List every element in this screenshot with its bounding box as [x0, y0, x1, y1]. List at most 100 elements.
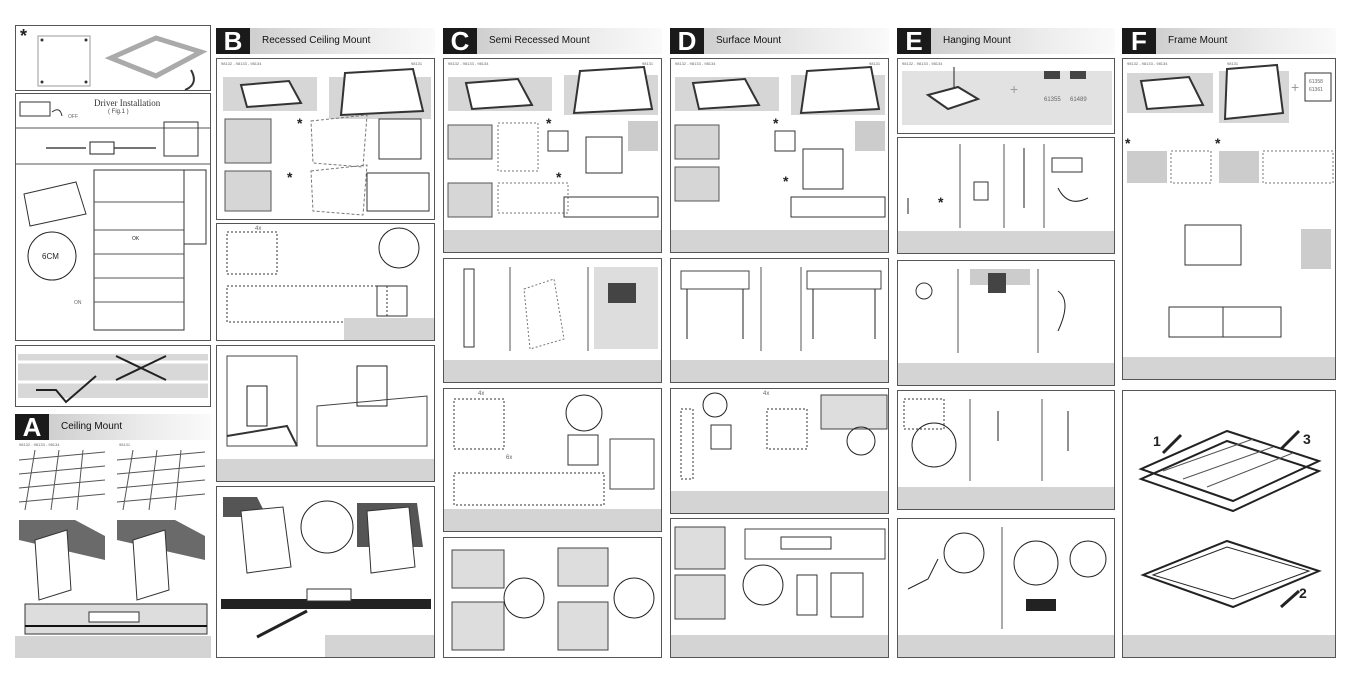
plus-icon: +: [1010, 81, 1019, 97]
section-e-header: E Hanging Mount: [897, 28, 1115, 54]
e-tools-bar-3: [898, 487, 1114, 509]
c-six-x: 6x: [506, 455, 513, 461]
c-tools-bar-3: [444, 509, 661, 531]
e-step-5-diagram: [907, 527, 1107, 629]
ceiling-mount-diagram: [18, 449, 208, 635]
on-label: ON: [74, 300, 82, 306]
f-tools-bar-1: [1123, 357, 1335, 379]
d-step-3: 4x: [670, 388, 889, 514]
e-tools-bar-4: [898, 635, 1114, 657]
column-a: * Driver Installation ( Fig.1 ) OFF ON 6…: [15, 0, 211, 673]
driver-fig: ( Fig.1 ): [108, 109, 129, 115]
c-four-x: 4x: [478, 391, 485, 397]
c-code-1: 98132 - 98133 - 98134: [448, 61, 489, 66]
b-tools-bar-1: [344, 318, 434, 340]
asterisk-icon: *: [297, 115, 303, 131]
off-label: OFF: [68, 114, 78, 120]
asterisk-icon: *: [783, 173, 789, 189]
mount-example-diagram: [18, 354, 208, 404]
d-tools-bar-4: [671, 635, 888, 657]
c-tools-bar-2: [444, 360, 661, 382]
asterisk-icon: *: [287, 169, 293, 185]
e-tools-bar-1: [898, 231, 1114, 253]
section-d-letter: D: [670, 28, 704, 54]
step-3-label: 3: [1303, 431, 1311, 447]
section-c-letter: C: [443, 28, 477, 54]
section-a-title: Ceiling Mount: [49, 414, 211, 440]
c-step-3-diagram: [453, 394, 655, 506]
b-step-4: [216, 486, 435, 658]
b-tools-bar-3: [325, 635, 434, 657]
b-step-4-diagram: [221, 497, 431, 639]
b-code-2: 98131: [411, 61, 423, 66]
section-c-header: C Semi Recessed Mount: [443, 28, 662, 54]
driver-diagram: [16, 101, 210, 331]
b-step-2: 4x: [216, 223, 435, 341]
panel-thumbnail: *: [15, 25, 211, 91]
e-step-1-diagram: [902, 67, 1112, 125]
f-code-1: 98132 - 98133 - 98134: [1127, 61, 1168, 66]
a-code-2: 98131: [119, 442, 131, 447]
section-f-header: F Frame Mount: [1122, 28, 1336, 54]
asterisk-icon: *: [20, 26, 28, 46]
column-c: C Semi Recessed Mount 98132 - 98133 - 98…: [443, 0, 662, 673]
f-code-2: 98131: [1227, 61, 1239, 66]
asterisk-icon: *: [1125, 135, 1131, 151]
e-step-2-diagram: [907, 144, 1089, 228]
f-step-1-diagram: [1127, 63, 1334, 338]
f-part-2: 61361: [1309, 87, 1323, 93]
frame-exploded-diagram: [1138, 429, 1322, 609]
a-code-1: 98132 - 98133 - 98134: [19, 442, 60, 447]
mount-example-panel: [15, 345, 211, 407]
e-step-4: [897, 390, 1115, 510]
section-e-letter: E: [897, 28, 931, 54]
c-step-3: 4x 6x: [443, 388, 662, 532]
section-a-content: 98132 - 98133 - 98134 98131: [15, 440, 211, 658]
d-step-3-diagram: [680, 392, 888, 480]
e-step-4-diagram: [903, 398, 1069, 481]
column-b: B Recessed Ceiling Mount 98132 - 98133 -…: [216, 0, 435, 673]
section-f-letter: F: [1122, 28, 1156, 54]
section-b-header: B Recessed Ceiling Mount: [216, 28, 435, 54]
d-tools-bar-1: [671, 230, 888, 252]
c-step-2: [443, 258, 662, 383]
asterisk-icon: *: [773, 115, 779, 131]
d-tools-bar-2: [671, 360, 888, 382]
d-four-x: 4x: [763, 391, 770, 397]
section-e-title: Hanging Mount: [931, 28, 1115, 54]
e-step-2: *: [897, 137, 1115, 254]
e-part-1: 61355: [1044, 97, 1061, 103]
c-step-1-diagram: [447, 65, 659, 218]
b-step-3: [216, 345, 435, 482]
c-step-1: 98132 - 98133 - 98134 98131 * *: [443, 58, 662, 253]
d-step-4-diagram: [674, 526, 886, 620]
c-step-2-diagram: [463, 267, 658, 351]
b-step-2-diagram: [226, 227, 420, 323]
d-step-2-diagram: [680, 267, 882, 351]
e-step-3-diagram: [915, 269, 1066, 353]
asterisk-icon: *: [556, 169, 562, 185]
section-a-letter: A: [15, 414, 49, 440]
section-a-header: A Ceiling Mount: [15, 414, 211, 440]
f-step-2: 1 3 2: [1122, 390, 1336, 658]
d-code-2: 98131: [869, 61, 881, 66]
d-step-1-diagram: [674, 65, 886, 218]
driver-title: Driver Installation: [94, 98, 161, 108]
f-step-1: 98132 - 98133 - 98134 98131 61358 61361 …: [1122, 58, 1336, 380]
c-step-4-diagram: [451, 547, 655, 651]
section-f-title: Frame Mount: [1156, 28, 1336, 54]
column-d: D Surface Mount 98132 - 98133 - 98134 98…: [670, 0, 889, 673]
asterisk-icon: *: [1215, 135, 1221, 151]
b-step-1-diagram: [223, 67, 431, 216]
step-2-label: 2: [1299, 585, 1307, 601]
section-c-title: Semi Recessed Mount: [477, 28, 662, 54]
d-step-4: [670, 518, 889, 658]
section-b-title: Recessed Ceiling Mount: [250, 28, 435, 54]
f-tools-bar-2: [1123, 635, 1335, 657]
c-step-4: [443, 537, 662, 658]
section-d-title: Surface Mount: [704, 28, 889, 54]
f-part-1: 61358: [1309, 79, 1323, 85]
e-part-2: 61489: [1070, 97, 1087, 103]
b-step-1: 98132 - 98133 - 98134 98131 * *: [216, 58, 435, 220]
e-code-1: 98132 - 98133 - 98134: [902, 61, 943, 66]
